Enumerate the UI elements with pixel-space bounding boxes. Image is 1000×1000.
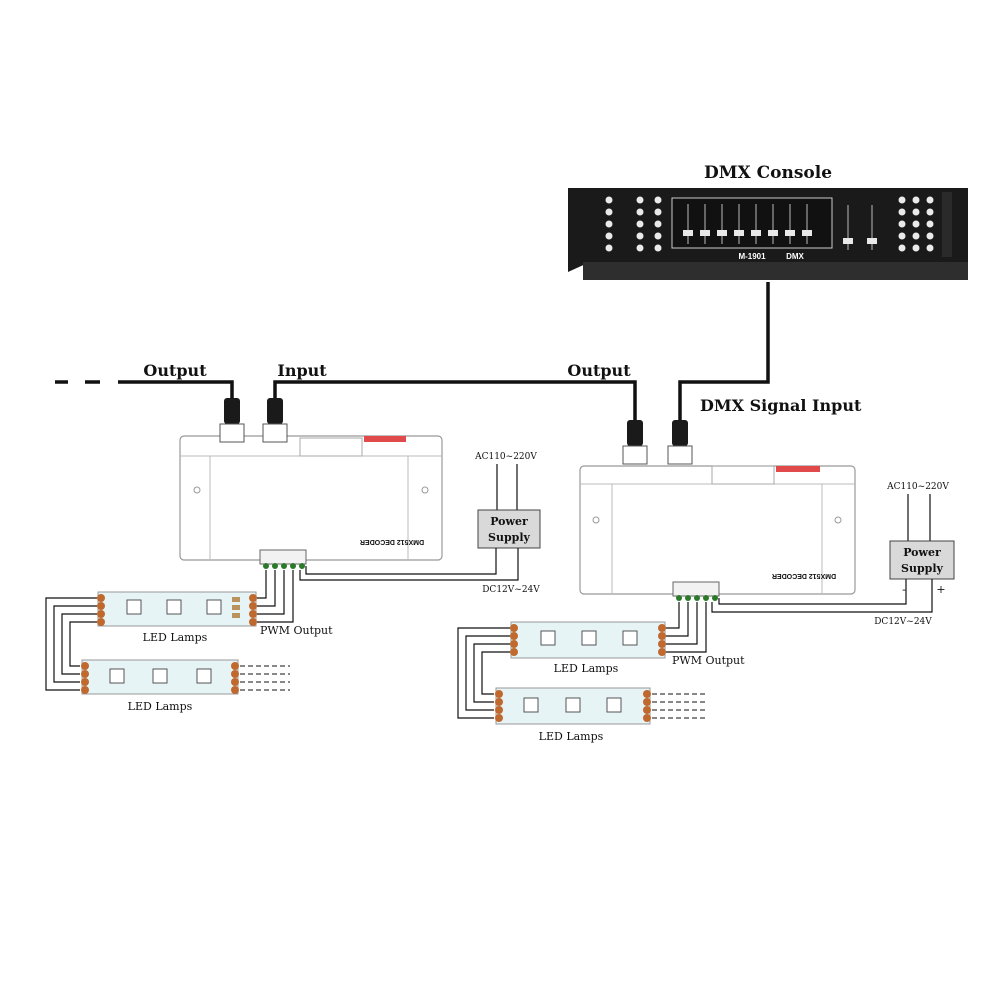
- xlr-connector-right-output: [622, 420, 648, 465]
- console-right-buttons: [898, 196, 934, 252]
- fader-knobs: [683, 230, 812, 236]
- led-left-2-label: LED Lamps: [128, 700, 193, 713]
- led-left-2-continuation: [240, 665, 290, 691]
- decoder-right-dip-switch: [776, 466, 820, 472]
- decoder-left-terminals: [259, 549, 307, 565]
- pwm-right-wires: [666, 602, 707, 653]
- ps-right-line2: Supply: [901, 562, 944, 575]
- decoder-left-label: DMX512 DECODER: [360, 538, 424, 545]
- ps-left-line2: Supply: [488, 531, 531, 544]
- decoder-right-label: DMX512 DECODER: [772, 572, 836, 579]
- led-right-1-label: LED Lamps: [554, 662, 619, 675]
- ps-right-line1: Power: [903, 546, 941, 559]
- ps-right-box: [889, 540, 955, 580]
- decoder-right-terminals: [672, 581, 720, 597]
- ps-left-dc: DC12V~24V: [482, 585, 540, 595]
- console-title: DMX Console: [704, 163, 832, 183]
- xlr-connector-left-input: [262, 398, 288, 443]
- led-right-2-label: LED Lamps: [539, 730, 604, 743]
- cable-daisy-chain: [273, 380, 637, 420]
- fader-panel: [671, 197, 833, 249]
- ps-left-line1: Power: [490, 515, 528, 528]
- led-strip-left-2: LED Lamps: [81, 659, 239, 713]
- dmx-console: DMX Console M-1901 DMX: [568, 163, 968, 280]
- label-output-right: Output: [567, 361, 631, 380]
- decoder-left-body: [179, 435, 443, 561]
- decoder-left-dip-switch: [364, 436, 406, 442]
- label-output-left: Output: [143, 361, 207, 380]
- console-handle: [942, 192, 952, 257]
- xlr-connector-left-output: [219, 398, 245, 443]
- master-knob-a: [843, 238, 853, 244]
- label-input-left: Input: [277, 361, 327, 380]
- power-wires: [299, 548, 933, 613]
- ps-left-ac: AC110~220V: [474, 452, 537, 462]
- xlr-connector-right-input: [667, 420, 693, 465]
- ps-left-box: [477, 509, 541, 549]
- master-knob-b: [867, 238, 877, 244]
- decoder-right-port-panel: [711, 465, 775, 485]
- ps-right-ac: AC110~220V: [886, 482, 949, 492]
- led-right-chain-wires: [457, 627, 510, 719]
- power-supply-left: AC110~220V Power Supply DC12V~24V: [474, 452, 541, 595]
- led-right-2-continuation: [652, 693, 705, 719]
- decoder-left: DMX512 DECODER: [179, 398, 443, 569]
- ps-right-minus: -: [902, 583, 906, 596]
- decoder-right: DMX512 DECODER: [579, 420, 856, 601]
- dmx-cables: [118, 282, 770, 420]
- power-supply-right: AC110~220V Power Supply - + DC12V~24V: [874, 482, 955, 627]
- console-left-buttons: [605, 196, 662, 252]
- led-strip-left-1: LED Lamps: [97, 591, 257, 644]
- console-model: M-1901: [738, 252, 766, 261]
- led-left-1-label: LED Lamps: [143, 631, 208, 644]
- label-dmx-signal-input: DMX Signal Input: [700, 396, 862, 415]
- pwm-left-label: PWM Output: [260, 624, 333, 637]
- ps-right-dc: DC12V~24V: [874, 617, 932, 627]
- led-strip-right-2: LED Lamps: [495, 687, 651, 743]
- led-strip-right-1: LED Lamps: [510, 621, 666, 675]
- pwm-right-label: PWM Output: [672, 654, 745, 667]
- decoder-left-port-panel: [299, 437, 363, 457]
- pwm-left-wires: [257, 570, 294, 623]
- ps-right-plus: +: [936, 583, 945, 596]
- console-brand: DMX: [786, 252, 804, 261]
- fader-tracks: [687, 204, 808, 244]
- cable-console-to-decoder: [678, 282, 770, 420]
- console-base: [583, 262, 968, 280]
- cable-output-left: [118, 380, 234, 398]
